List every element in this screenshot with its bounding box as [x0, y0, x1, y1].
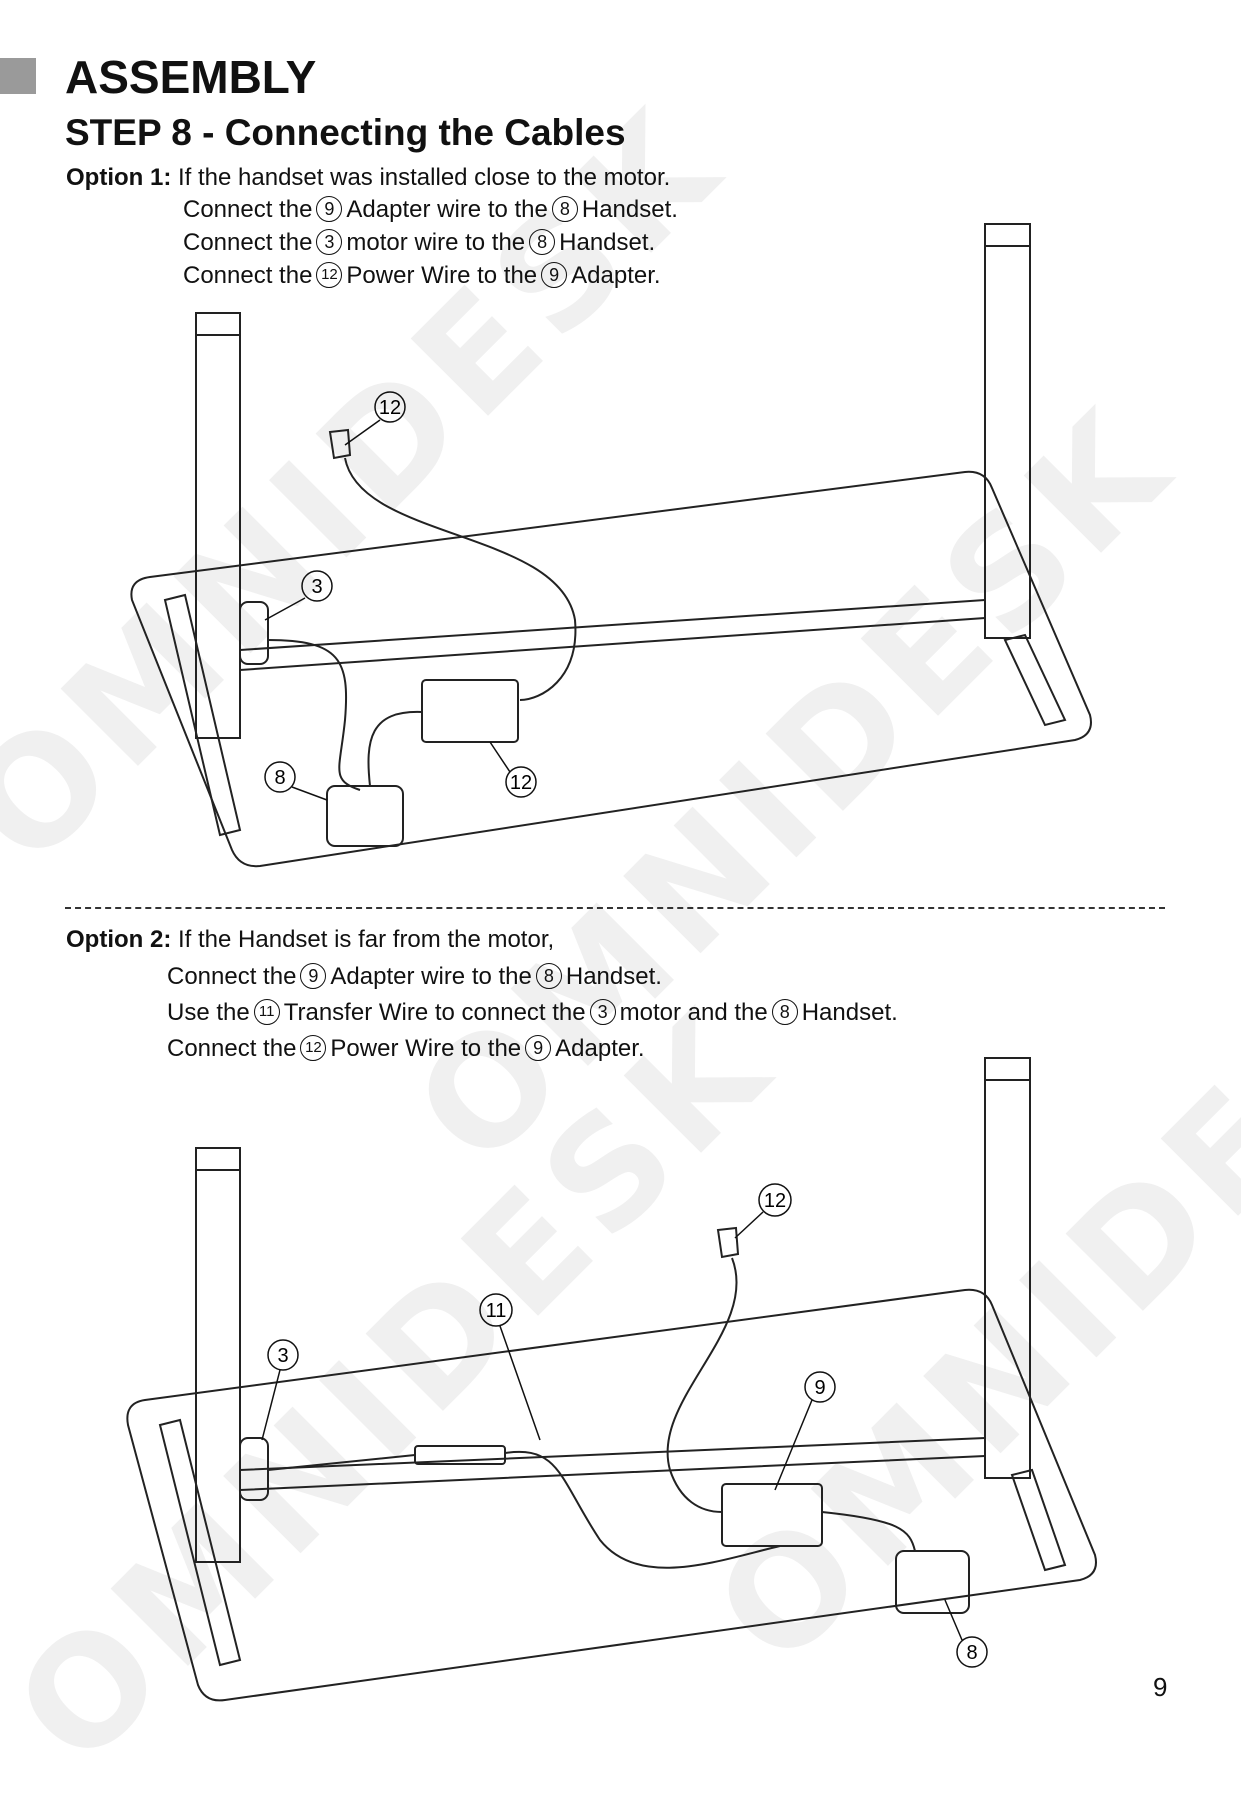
instruction-text: Use the	[167, 999, 250, 1026]
option2-intro: Option 2: If the Handset is far from the…	[66, 926, 554, 954]
handset	[895, 1550, 970, 1614]
part-number: 8	[529, 228, 556, 255]
instruction-text: motor wire to the	[346, 229, 526, 256]
crossbar	[239, 599, 986, 671]
instruction-text: motor and the	[619, 999, 768, 1026]
instruction-text: Connect the	[183, 229, 313, 256]
part-number: 11	[253, 998, 280, 1025]
part-number: 9	[300, 962, 327, 989]
instruction-text: Handset.	[581, 196, 678, 223]
instruction-text: Handset.	[565, 963, 662, 990]
instruction-text: Adapter.	[555, 1035, 645, 1062]
option2-intro-text: If the Handset is far from the motor,	[178, 926, 555, 953]
motor-cable	[267, 639, 361, 791]
power-cable	[666, 1257, 738, 1513]
right-foot	[1010, 1468, 1067, 1572]
page-number: 9	[1153, 1672, 1168, 1702]
left-foot	[163, 593, 242, 837]
part-number: 3	[589, 998, 616, 1025]
option1-diagram: 12 3 8 12	[130, 223, 1092, 868]
section-divider	[65, 907, 1165, 909]
instruction-text: Handset.	[801, 999, 898, 1026]
handset-cable	[821, 1511, 916, 1552]
instruction-text: Power Wire to the	[330, 1035, 522, 1062]
section-title: ASSEMBLY	[65, 51, 317, 103]
callout-label: 8	[966, 1642, 977, 1664]
part-number: 9	[525, 1034, 552, 1061]
callout-label: 11	[486, 1300, 507, 1322]
part-number: 12	[300, 1034, 327, 1061]
part-number: 9	[541, 261, 568, 288]
part-number: 12	[316, 261, 343, 288]
option1-intro: Option 1: If the handset was installed c…	[66, 164, 670, 192]
plug	[328, 428, 352, 460]
part-number: 9	[316, 195, 343, 222]
left-leg	[195, 1147, 241, 1563]
part-number: 8	[551, 195, 578, 222]
option1-intro-text: If the handset was installed close to th…	[178, 164, 671, 191]
instruction-text: Handset.	[559, 229, 656, 256]
instruction-text: Power Wire to the	[346, 262, 538, 289]
part-number: 8	[771, 998, 798, 1025]
transfer-cable	[267, 1450, 781, 1569]
callout-label: 12	[510, 772, 532, 794]
adapter	[721, 1483, 823, 1547]
handset	[326, 785, 404, 847]
instruction-text: Connect the	[167, 1035, 297, 1062]
right-foot	[1003, 633, 1067, 727]
crossbar	[239, 1437, 986, 1491]
instruction-text: Adapter wire to the	[330, 963, 532, 990]
callout-label: 12	[379, 397, 401, 419]
option2-diagram: 12 11 3 9 8	[126, 1057, 1097, 1702]
instruction-text: Connect the	[183, 196, 313, 223]
instruction-text: Connect the	[167, 963, 297, 990]
part-number: 8	[535, 962, 562, 989]
callout-label: 8	[274, 767, 285, 789]
right-leg	[984, 1057, 1031, 1479]
callout-label: 9	[814, 1377, 825, 1399]
motor	[239, 601, 269, 665]
desk-top	[126, 1288, 1097, 1702]
instruction-text: Connect the	[183, 262, 313, 289]
left-foot	[158, 1418, 242, 1667]
plug	[716, 1226, 740, 1259]
option2-label: Option 2:	[66, 926, 172, 953]
callout-label: 3	[311, 576, 322, 598]
section-marker	[0, 58, 36, 94]
instruction-text: Transfer Wire to connect the	[283, 999, 586, 1026]
callout-label: 3	[277, 1345, 288, 1367]
callout-label: 12	[764, 1190, 786, 1212]
part-number: 3	[316, 228, 343, 255]
handset-cable	[367, 710, 423, 787]
instruction-text: Adapter wire to the	[346, 196, 548, 223]
step-title: STEP 8 - Connecting the Cables	[65, 112, 626, 153]
power-cable	[344, 457, 577, 701]
option1-label: Option 1:	[66, 164, 172, 191]
instruction-text: Adapter.	[571, 262, 661, 289]
